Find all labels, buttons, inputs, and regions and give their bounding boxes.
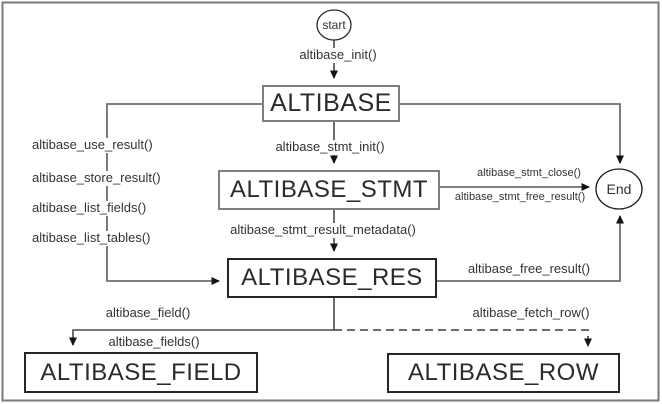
edge-label-free-result: altibase_free_result() xyxy=(465,261,593,277)
altibase-res-box: ALTIBASE_RES xyxy=(227,258,437,298)
edge-label-fields: altibase_fields() xyxy=(106,334,202,350)
end-node-shape xyxy=(595,168,643,210)
connector-altibase-to-end xyxy=(400,103,624,164)
edge-label-fetch-row: altibase_fetch_row() xyxy=(470,305,592,321)
connector-altibase-to-res xyxy=(106,103,262,285)
altibase-box: ALTIBASE xyxy=(262,85,400,122)
altibase-row-box: ALTIBASE_ROW xyxy=(387,353,620,393)
start-node-shape xyxy=(316,9,352,41)
edge-label-stmt-result-metadata: altibase_stmt_result_metadata() xyxy=(228,222,418,238)
start-node: start xyxy=(322,18,346,32)
edge-label-list-fields: altibase_list_fields() xyxy=(30,200,149,216)
edge-label-list-tables: altibase_list_tables() xyxy=(30,230,153,246)
edge-label-stmt-close: altibase_stmt_close() xyxy=(475,167,583,180)
edge-label-init: altibase_init() xyxy=(297,47,379,63)
edge-label-stmt-free-result: altibase_stmt_free_result() xyxy=(452,191,588,204)
connector-res-to-end xyxy=(437,215,624,282)
edge-label-store-result: altibase_store_result() xyxy=(30,170,163,186)
connector-res-to-field xyxy=(69,329,334,346)
edge-label-use-result: altibase_use_result() xyxy=(30,137,155,153)
edge-label-stmt-init: altibase_stmt_init() xyxy=(273,139,387,155)
edge-label-field: altibase_field() xyxy=(103,305,193,321)
altibase-field-box: ALTIBASE_FIELD xyxy=(24,352,258,393)
connector-res-to-row-dashed xyxy=(334,329,592,347)
altibase-stmt-box: ALTIBASE_STMT xyxy=(218,170,440,210)
end-node: End xyxy=(606,181,632,197)
